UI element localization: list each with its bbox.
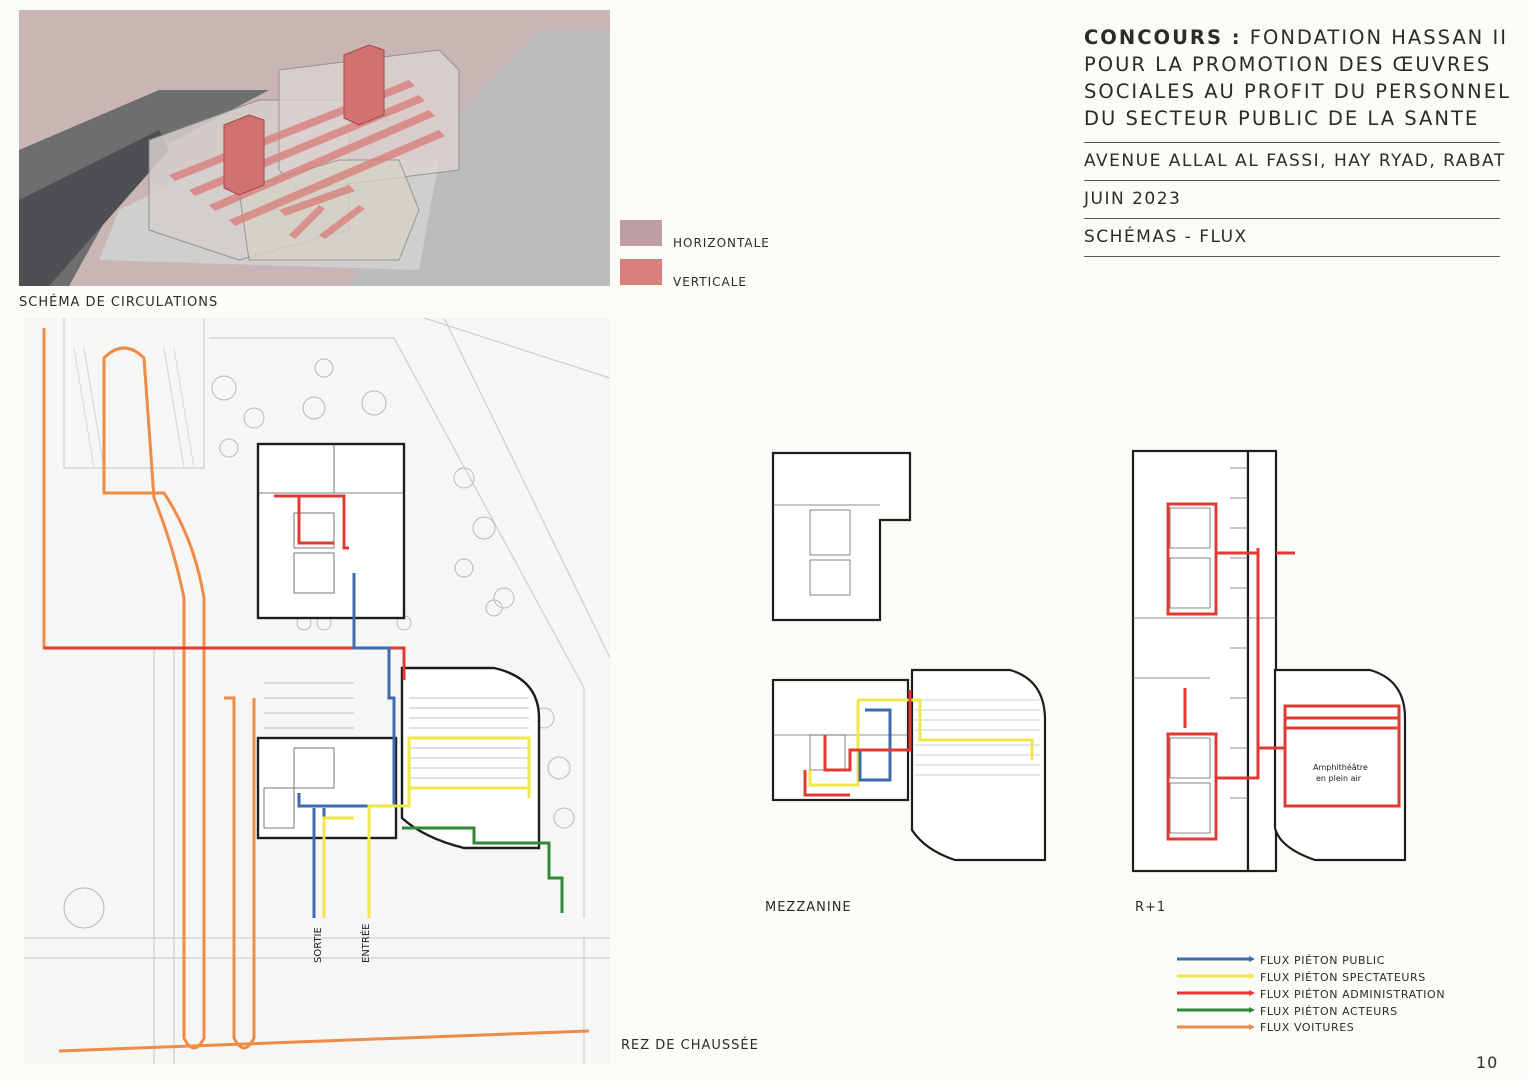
amphitheatre-sublabel: en plein air (1316, 774, 1362, 783)
legend-swatch-verticale (620, 259, 662, 285)
legend-label-acteurs: FLUX PIÉTON ACTEURS (1260, 1005, 1398, 1018)
divider (1084, 180, 1500, 181)
title-line-4: DU SECTEUR PUBLIC DE LA SANTE (1084, 107, 1480, 130)
date: JUIN 2023 (1084, 189, 1182, 209)
entree-label: ENTRÉE (359, 924, 372, 964)
legend-label-voitures: FLUX VOITURES (1260, 1021, 1355, 1034)
project-title-first-line: CONCOURS : FONDATION HASSAN II (1084, 24, 1506, 51)
section-title: SCHÉMAS - FLUX (1084, 227, 1248, 247)
circulation-caption: SCHÉMA DE CIRCULATIONS (19, 295, 219, 310)
address: AVENUE ALLAL AL FASSI, HAY RYAD, RABAT (1084, 151, 1506, 171)
ground-floor-caption: REZ DE CHAUSSÉE (621, 1038, 759, 1053)
mezzanine-caption: MEZZANINE (765, 900, 852, 915)
first-floor-plan: Amphithéâtre en plein air (1131, 449, 1407, 873)
divider (1084, 142, 1500, 143)
title-bold: CONCOURS : (1084, 26, 1242, 49)
legend-label-public: FLUX PIÉTON PUBLIC (1260, 954, 1386, 967)
first-floor-caption: R+1 (1135, 900, 1167, 915)
mezzanine-plan (771, 451, 1047, 862)
divider (1084, 218, 1500, 219)
page-number: 10 (1476, 1053, 1499, 1072)
sortie-label: SORTIE (313, 927, 324, 963)
title-block: CONCOURS : FONDATION HASSAN II POUR LA P… (1084, 24, 1511, 257)
title-rest: FONDATION HASSAN II (1241, 26, 1508, 49)
legend-label-horizontale: HORIZONTALE (673, 236, 770, 250)
legend-swatch-horizontale (620, 220, 662, 246)
circulation-axonometric-diagram (19, 10, 610, 286)
title-line-2: POUR LA PROMOTION DES ŒUVRES (1084, 53, 1492, 76)
legend-label-administration: FLUX PIÉTON ADMINISTRATION (1260, 988, 1446, 1001)
title-line-3: SOCIALES AU PROFIT DU PERSONNEL (1084, 80, 1511, 103)
amphitheatre-label: Amphithéâtre (1313, 762, 1368, 772)
ground-floor-plan: SORTIE ENTRÉE (24, 318, 610, 1064)
legend-label-spectateurs: FLUX PIÉTON SPECTATEURS (1260, 971, 1426, 984)
divider (1084, 256, 1500, 257)
legend-label-verticale: VERTICALE (673, 275, 747, 289)
flux-legend-lines (1177, 956, 1255, 1030)
